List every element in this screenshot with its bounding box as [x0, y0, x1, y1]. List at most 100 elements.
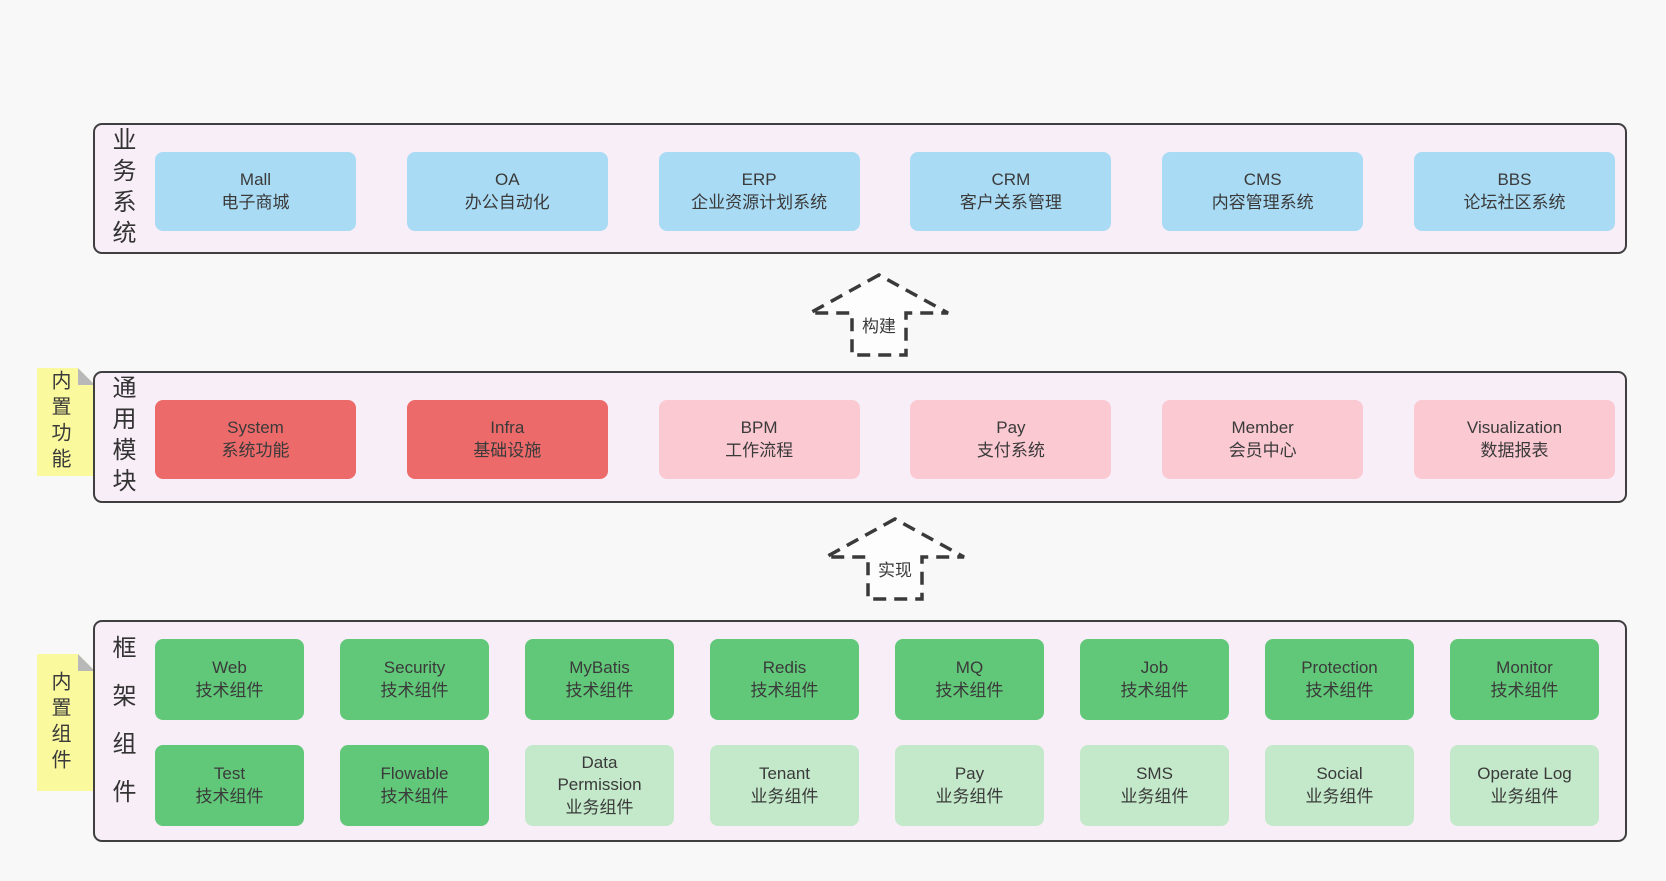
box-infra: Infra 基础设施: [406, 400, 608, 479]
box-pay: Pay 支付系统: [910, 400, 1112, 479]
box-name: OA: [495, 169, 520, 189]
box-desc: 技术组件: [1120, 680, 1189, 700]
box-security: Security 技术组件: [340, 639, 489, 720]
box-desc: 业务组件: [750, 786, 819, 806]
component-row-top: Web 技术组件 Security 技术组件 MyBatis 技术组件 Redi…: [155, 639, 1599, 720]
implement-arrow-label: 实现: [875, 556, 915, 581]
layer-label-components: 框架组件: [108, 635, 135, 827]
box-name: Pay: [996, 417, 1026, 437]
box-name: Protection: [1301, 657, 1378, 677]
box-test: Test 技术组件: [155, 745, 304, 826]
box-desc: 技术组件: [1305, 680, 1374, 700]
box-tenant: Tenant 业务组件: [710, 745, 859, 826]
component-row-bottom: Test 技术组件 Flowable 技术组件 Data Permission …: [155, 745, 1599, 826]
box-desc: 技术组件: [1490, 680, 1559, 700]
component-rows: Web 技术组件 Security 技术组件 MyBatis 技术组件 Redi…: [155, 639, 1599, 826]
box-desc: 业务组件: [935, 786, 1004, 806]
box-name: CRM: [991, 169, 1031, 189]
box-desc: 技术组件: [380, 786, 449, 806]
box-bbs: BBS 论坛社区系统: [1413, 152, 1615, 231]
box-system: System 系统功能: [155, 400, 356, 479]
box-desc: 业务组件: [1120, 786, 1189, 806]
box-name: Test: [213, 763, 246, 783]
box-name: Web: [212, 657, 247, 677]
sticky-note-builtin-features: 内置功能: [37, 368, 95, 476]
box-name: Infra: [490, 417, 525, 437]
box-protection: Protection 技术组件: [1265, 639, 1414, 720]
box-name: SMS: [1136, 763, 1173, 783]
box-cms: CMS 内容管理系统: [1162, 152, 1364, 231]
box-bpm: BPM 工作流程: [658, 400, 860, 479]
box-desc: 企业资源计划系统: [691, 192, 828, 212]
layer-common-modules: 通用模块 System 系统功能 Infra 基础设施 BPM 工作流程 Pay…: [93, 371, 1627, 503]
box-name: Operate Log: [1477, 763, 1572, 783]
box-mybatis: MyBatis 技术组件: [525, 639, 674, 720]
module-boxes: System 系统功能 Infra 基础设施 BPM 工作流程 Pay 支付系统…: [155, 400, 1615, 479]
box-desc: 技术组件: [195, 786, 264, 806]
sticky-note-label: 内置功能: [48, 370, 70, 474]
sticky-note-builtin-components: 内置组件: [37, 654, 95, 791]
box-pay-biz: Pay 业务组件: [895, 745, 1044, 826]
implement-arrow: 实现: [820, 515, 970, 603]
box-name: CMS: [1243, 169, 1282, 189]
box-desc: 支付系统: [976, 440, 1045, 460]
box-name: ERP: [741, 169, 777, 189]
box-name: Social: [1316, 763, 1363, 783]
box-visualization: Visualization 数据报表: [1413, 400, 1615, 479]
box-desc: 系统功能: [221, 440, 290, 460]
box-name: Flowable: [380, 763, 449, 783]
box-social: Social 业务组件: [1265, 745, 1414, 826]
box-desc: 业务组件: [1490, 786, 1559, 806]
box-name: Job: [1140, 657, 1169, 677]
box-job: Job 技术组件: [1080, 639, 1229, 720]
box-name: Tenant: [758, 763, 811, 783]
box-mall: Mall 电子商城: [155, 152, 356, 231]
box-desc: 内容管理系统: [1211, 192, 1314, 212]
layer-framework-components: 框架组件 Web 技术组件 Security 技术组件 MyBatis 技术组件…: [93, 620, 1627, 842]
box-redis: Redis 技术组件: [710, 639, 859, 720]
box-desc: 电子商城: [221, 192, 290, 212]
box-name: Redis: [762, 657, 807, 677]
box-name: Data Permission: [557, 752, 642, 795]
box-mq: MQ 技术组件: [895, 639, 1044, 720]
layer-business-systems: 业务系统 Mall 电子商城 OA 办公自动化 ERP 企业资源计划系统 CRM…: [93, 123, 1627, 254]
box-desc: 业务组件: [565, 797, 634, 817]
box-name: Monitor: [1496, 657, 1553, 677]
box-erp: ERP 企业资源计划系统: [658, 152, 860, 231]
box-desc: 技术组件: [750, 680, 819, 700]
layer-label-modules: 通用模块: [108, 375, 135, 499]
box-name: Mall: [239, 169, 272, 189]
box-desc: 技术组件: [380, 680, 449, 700]
business-boxes: Mall 电子商城 OA 办公自动化 ERP 企业资源计划系统 CRM 客户关系…: [155, 152, 1615, 231]
sticky-note-label: 内置组件: [48, 670, 70, 775]
box-desc: 技术组件: [935, 680, 1004, 700]
box-desc: 技术组件: [195, 680, 264, 700]
layer-label-business: 业务系统: [108, 126, 135, 251]
box-name: System: [227, 417, 284, 437]
box-desc: 办公自动化: [464, 192, 550, 212]
box-name: MyBatis: [569, 657, 630, 677]
box-flowable: Flowable 技术组件: [340, 745, 489, 826]
box-member: Member 会员中心: [1162, 400, 1364, 479]
box-monitor: Monitor 技术组件: [1450, 639, 1599, 720]
box-desc: 论坛社区系统: [1463, 192, 1566, 212]
box-name: MQ: [955, 657, 984, 677]
box-desc: 客户关系管理: [959, 192, 1062, 212]
box-desc: 技术组件: [565, 680, 634, 700]
build-arrow: 构建: [804, 271, 954, 359]
box-oa: OA 办公自动化: [406, 152, 608, 231]
box-name: Visualization: [1466, 417, 1563, 437]
box-data-permission: Data Permission 业务组件: [525, 745, 674, 826]
box-name: Member: [1231, 417, 1294, 437]
box-desc: 会员中心: [1228, 440, 1297, 460]
box-desc: 数据报表: [1480, 440, 1549, 460]
box-desc: 基础设施: [473, 440, 542, 460]
build-arrow-label: 构建: [859, 312, 899, 337]
box-name: BBS: [1497, 169, 1532, 189]
box-name: Pay: [954, 763, 985, 783]
box-name: Security: [383, 657, 446, 677]
box-web: Web 技术组件: [155, 639, 304, 720]
box-sms: SMS 业务组件: [1080, 745, 1229, 826]
box-operate-log: Operate Log 业务组件: [1450, 745, 1599, 826]
